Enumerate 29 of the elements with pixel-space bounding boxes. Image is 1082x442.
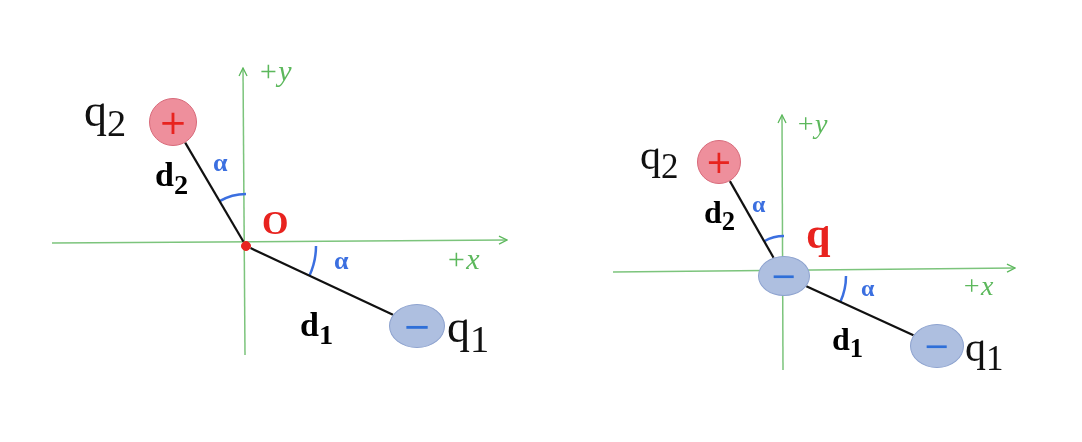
connector-line [805, 285, 914, 337]
connector-line [728, 180, 775, 259]
charge-circle [910, 324, 964, 368]
axis-label: +y [796, 110, 828, 138]
charge-circle [697, 140, 741, 184]
origin-label: O [262, 206, 289, 240]
charge-circle [149, 98, 197, 146]
charge-name: q$_{2}$ [84, 88, 127, 143]
charge-sign: + [705, 146, 733, 178]
charge-circle [389, 304, 445, 348]
charge-name: q$_{2}$ [640, 134, 679, 185]
axis-label: +x [446, 244, 480, 274]
angle-label: α [334, 248, 349, 274]
charge-name: q$_{1}$ [447, 304, 490, 359]
axis-label: +x [962, 272, 994, 300]
charge-sign: − [770, 260, 798, 292]
connector-line [184, 142, 245, 243]
charge-sign: + [158, 105, 188, 139]
charge-sign: − [923, 330, 951, 362]
charge-circle [758, 256, 810, 296]
angle-label: α [861, 276, 875, 300]
charge-name: q$_{1}$ [965, 326, 1004, 377]
angle-label: α [752, 192, 766, 216]
axis-label: +y [258, 56, 292, 86]
angle-label: α [213, 150, 228, 176]
charge-sign: − [402, 309, 432, 343]
connector-line [250, 247, 394, 316]
charge-name: q [806, 212, 831, 256]
origin-point [241, 241, 251, 251]
